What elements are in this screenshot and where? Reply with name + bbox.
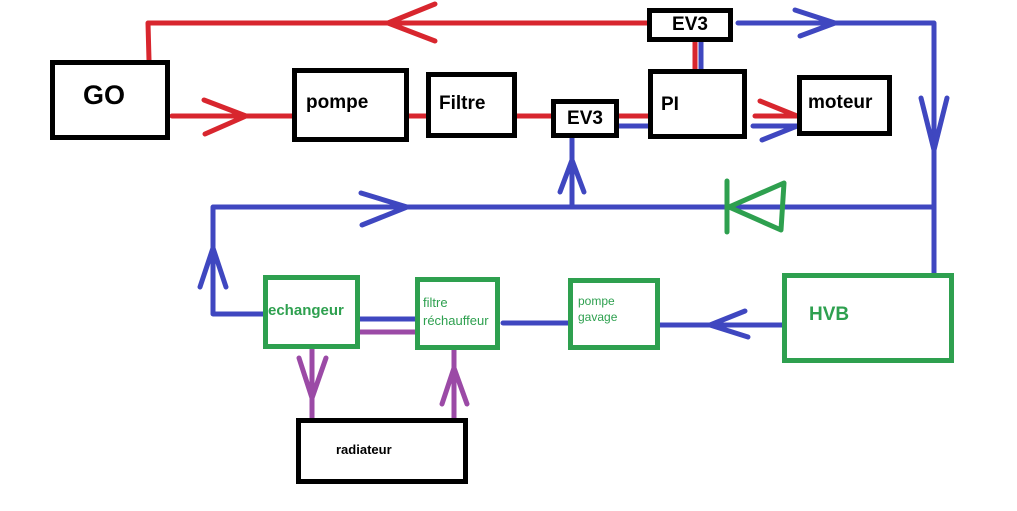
node-filtre-rechauffeur[interactable]: filtre réchauffeur [415, 277, 500, 350]
node-filtre[interactable]: Filtre [426, 72, 517, 138]
node-filtre-rechauffeur-label-1: filtre [423, 294, 448, 310]
arrow-branch-up [197, 245, 229, 290]
node-pi[interactable]: PI [648, 69, 747, 139]
node-ev3-top[interactable]: EV3 [647, 8, 733, 42]
arrow-echangeur-to-radiateur [296, 355, 329, 401]
node-pompe-gavage-label-2: gavage [578, 310, 618, 324]
diode-icon [724, 178, 787, 235]
node-radiateur[interactable]: radiateur [296, 418, 468, 484]
node-pompe[interactable]: pompe [292, 68, 409, 142]
node-pi-label: PI [661, 94, 679, 115]
node-radiateur-label: radiateur [336, 442, 392, 457]
node-ev3-bottom-label: EV3 [567, 107, 603, 129]
arrow-return-to-go [385, 1, 438, 44]
node-pompe-gavage[interactable]: pompe gavage [568, 278, 660, 350]
arrow-down-right [918, 95, 950, 153]
arrow-go-to-pompe [201, 97, 249, 137]
node-echangeur[interactable]: echangeur [263, 275, 360, 349]
arrow-hvb-to-pompe-gavage [707, 308, 751, 340]
node-moteur[interactable]: moteur [797, 75, 892, 136]
arrow-ev3top-right [792, 7, 838, 39]
arrow-radiateur-to-filtre [439, 365, 470, 407]
line-ev3top-to-right [735, 20, 937, 277]
node-go[interactable]: GO [50, 60, 170, 140]
arrow-pi-to-moteur-red [757, 98, 800, 119]
node-go-label: GO [82, 79, 125, 110]
node-filtre-label: Filtre [439, 93, 486, 114]
arrow-branch-right [358, 190, 410, 228]
node-hvb-label: HVB [809, 304, 850, 325]
node-pompe-label: pompe [306, 92, 369, 113]
node-pompe-gavage-label-1: pompe [578, 293, 615, 308]
arrow-to-ev3-bottom [557, 157, 587, 195]
node-hvb[interactable]: HVB [782, 273, 954, 363]
node-ev3-bottom[interactable]: EV3 [551, 99, 619, 138]
arrow-pi-to-moteur-blue [759, 123, 800, 143]
node-ev3-top-label: EV3 [672, 14, 708, 35]
node-moteur-label: moteur [808, 91, 873, 113]
node-filtre-rechauffeur-label-2: réchauffeur [423, 312, 489, 328]
line-ev3top-to-go [145, 20, 651, 63]
node-echangeur-label: echangeur [268, 301, 344, 319]
